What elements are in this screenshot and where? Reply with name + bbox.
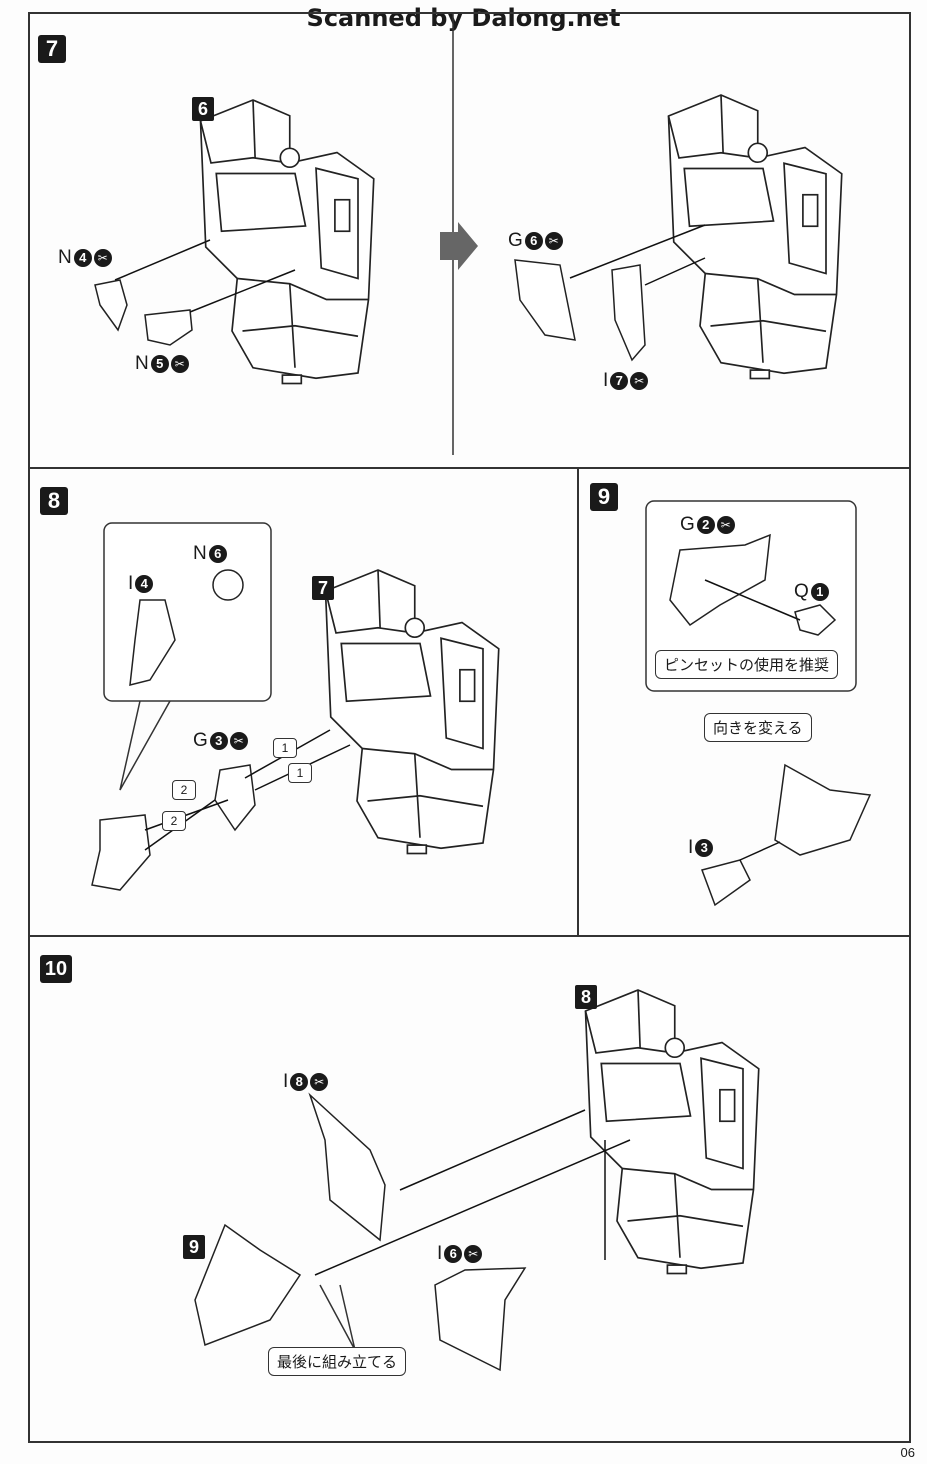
part-n6-inset — [212, 569, 244, 601]
part-i3 — [701, 859, 751, 907]
nipper-cut-icon: ✂ — [170, 355, 189, 373]
step-8-panel — [28, 467, 579, 937]
part-g2 — [669, 533, 771, 627]
ref-step: 6 — [192, 97, 214, 121]
part-i6 — [434, 1267, 527, 1372]
step-10-panel — [28, 935, 911, 1443]
part-q1 — [794, 604, 837, 636]
part-head-crest-9 — [774, 763, 872, 856]
order-mark: 2 — [172, 780, 196, 800]
nipper-cut-icon: ✂ — [464, 1245, 483, 1263]
ref-step: 7 — [312, 576, 334, 600]
order-mark: 1 — [288, 763, 312, 783]
ref-step: 9 — [183, 1235, 205, 1259]
nipper-cut-icon: ✂ — [229, 732, 248, 750]
part-head-crest-10 — [194, 1223, 302, 1347]
part-i4-inset — [129, 599, 176, 686]
order-mark: 1 — [273, 738, 297, 758]
note-tweezers: ピンセットの使用を推奨 — [655, 650, 839, 679]
part-n5 — [144, 309, 193, 346]
step-number: 8 — [40, 487, 68, 515]
scan-credit: Scanned by Dalong.net — [306, 4, 621, 32]
nipper-cut-icon: ✂ — [630, 372, 649, 390]
part-combined-i4-n6 — [91, 814, 151, 891]
part-g3 — [214, 764, 256, 832]
note-assemble-last: 最後に組み立てる — [268, 1347, 407, 1376]
part-g6 — [514, 259, 576, 341]
nipper-cut-icon: ✂ — [716, 516, 735, 534]
ref-step: 8 — [575, 985, 597, 1009]
part-i8 — [308, 1092, 386, 1242]
nipper-cut-icon: ✂ — [544, 232, 563, 250]
step-number: 7 — [38, 35, 66, 63]
step-number: 9 — [590, 483, 618, 511]
nipper-cut-icon: ✂ — [310, 1073, 329, 1091]
step-9-panel — [577, 467, 911, 937]
nipper-cut-icon: ✂ — [93, 249, 112, 267]
part-i7 — [611, 264, 646, 362]
order-mark: 2 — [162, 811, 186, 831]
note-change-orientation: 向きを変える — [704, 713, 812, 742]
right-arrow-icon — [440, 222, 478, 270]
step-number: 10 — [40, 955, 72, 983]
part-n4 — [94, 279, 128, 332]
step-7-panel — [28, 12, 911, 469]
page-number: 06 — [900, 1445, 915, 1460]
